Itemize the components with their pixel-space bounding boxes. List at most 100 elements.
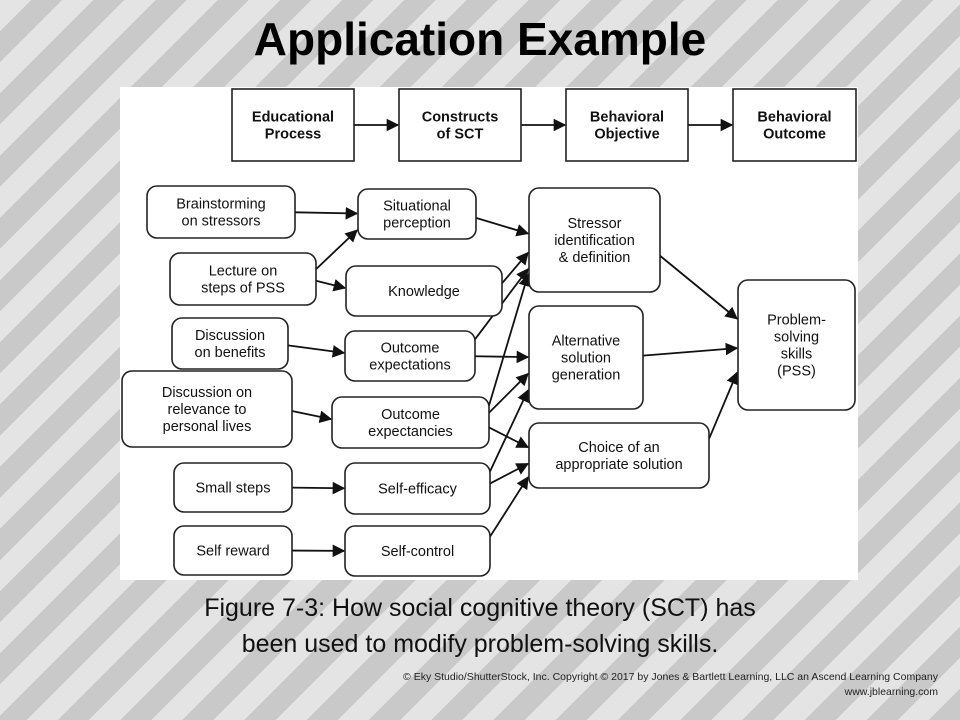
construct-box-label: Knowledge: [388, 284, 460, 300]
arrow-p5-to-c5: [291, 481, 346, 495]
process-box-label: Lecture on: [209, 264, 278, 280]
objective-box-label: appropriate solution: [555, 457, 682, 473]
header-box-label: Objective: [594, 127, 659, 143]
outcome-box-frame: [737, 279, 856, 411]
arrow-c1-to-o1: [475, 217, 530, 237]
outcome-box-label: skills: [781, 347, 812, 363]
construct-box-frame: [345, 265, 503, 317]
outcome-box-label: Problem-: [767, 313, 826, 329]
process-box-label: personal lives: [163, 419, 252, 435]
objective-box-frame: [528, 187, 661, 293]
credit-line-1: © Eky Studio/ShutterStock, Inc. Copyrigh…: [403, 671, 938, 683]
arrow-p2-to-c1: [315, 229, 358, 270]
process-box-frame: [173, 525, 293, 576]
objective-box-frame: [528, 305, 644, 410]
header-box-frame: [231, 88, 355, 162]
arrow-o1-to-r1: [659, 255, 738, 320]
objective-box-label: Stressor: [568, 216, 622, 232]
objective-box-label: solution: [561, 351, 611, 367]
construct-box-label: Self-efficacy: [378, 482, 457, 498]
construct-box-label: expectancies: [368, 424, 453, 440]
process-box-label: Self reward: [196, 544, 269, 560]
process-box-label: steps of PSS: [201, 281, 285, 297]
figure-caption: Figure 7-3: How social cognitive theory …: [100, 590, 860, 662]
header-box-label: Outcome: [763, 127, 826, 143]
process-box-label: Brainstorming: [176, 197, 265, 213]
header-box-label: Educational: [252, 110, 334, 126]
process-box-p5: Small steps: [173, 462, 293, 513]
arrow-c5-to-o3: [489, 462, 530, 485]
process-box-frame: [171, 317, 289, 370]
header-box-frame: [732, 88, 857, 162]
process-box-label: Discussion on: [162, 385, 252, 401]
header-box-label: Behavioral: [590, 110, 664, 126]
slide-title: Application Example: [253, 13, 707, 65]
process-box-frame: [121, 370, 293, 448]
header-box-frame: [398, 88, 522, 162]
construct-box-c5: Self-efficacy: [344, 462, 491, 515]
objective-box-frame: [528, 422, 710, 489]
construct-box-label: Self-control: [381, 544, 454, 560]
process-box-label: on benefits: [195, 345, 266, 361]
arrow-p4-to-c4: [291, 410, 333, 423]
arrow-o2-to-r1: [642, 342, 739, 357]
construct-box-label: perception: [383, 216, 451, 232]
process-box-frame: [173, 462, 293, 513]
credit-line-2: www.jblearning.com: [844, 686, 938, 698]
construct-box-label: Situational: [383, 199, 451, 215]
objective-box-label: generation: [552, 368, 621, 384]
process-box-frame: [169, 252, 317, 306]
construct-box-c6: Self-control: [344, 525, 491, 577]
arrow-c4-to-o2: [488, 372, 529, 414]
objective-box-label: Alternative: [552, 334, 621, 350]
process-box-p6: Self reward: [173, 525, 293, 576]
arrow-c2-to-o1: [501, 251, 529, 284]
arrow-c6-to-o3: [489, 476, 529, 538]
header-box-label: Constructs: [422, 110, 499, 126]
caption-line-1: Figure 7-3: How social cognitive theory …: [204, 594, 756, 622]
process-box-label: Small steps: [196, 481, 271, 497]
outcome-box-label: solving: [774, 330, 819, 346]
header-box-label: Behavioral: [757, 110, 831, 126]
process-box-frame: [146, 185, 296, 239]
copyright-credit: © Eky Studio/ShutterStock, Inc. Copyrigh…: [403, 670, 938, 700]
construct-box-frame: [344, 330, 476, 382]
caption-line-2: been used to modify problem-solving skil…: [241, 630, 719, 658]
construct-box-frame: [344, 525, 491, 577]
outcome-box-label: (PSS): [777, 364, 816, 380]
construct-box-label: Outcome: [381, 341, 440, 357]
header-box-frame: [565, 88, 689, 162]
arrow-o3-to-r1: [708, 371, 739, 440]
arrow-p2-to-c2: [315, 279, 347, 292]
construct-box-label: expectations: [369, 358, 450, 374]
process-box-label: on stressors: [182, 214, 261, 230]
construct-box-frame: [331, 396, 490, 449]
process-box-label: Discussion: [195, 328, 265, 344]
arrow-c3-to-o2: [474, 350, 530, 364]
arrow-p1-to-c1: [294, 206, 359, 220]
construct-box-label: Outcome: [381, 407, 440, 423]
process-box-label: relevance to: [168, 402, 247, 418]
construct-box-frame: [357, 188, 477, 240]
header-box-label: Process: [265, 127, 321, 143]
objective-box-label: & definition: [559, 250, 631, 266]
objective-box-label: Choice of an: [578, 440, 659, 456]
construct-box-frame: [344, 462, 491, 515]
objective-box-label: identification: [554, 233, 635, 249]
